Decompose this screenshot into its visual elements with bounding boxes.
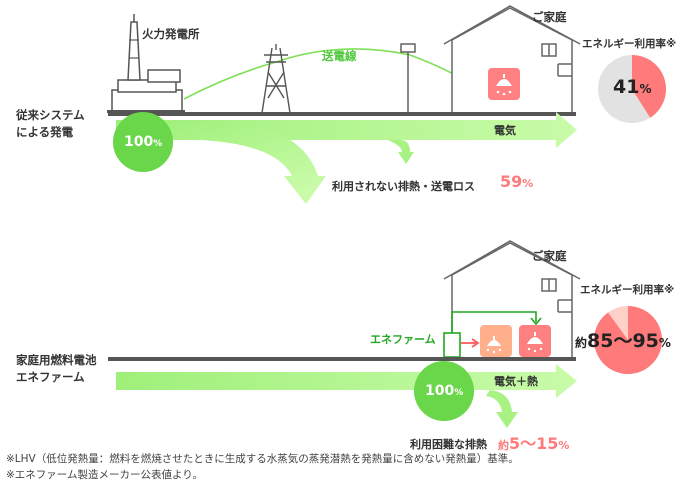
system-label-line1: 従来システム — [16, 108, 85, 122]
pie-bottom-slice — [594, 306, 662, 374]
loss-value: 59% — [500, 172, 534, 191]
system-label-line2: エネファーム — [16, 370, 85, 384]
house-icon — [443, 5, 581, 114]
flow-label: 電気＋熱 — [494, 375, 538, 388]
loss-value: 約5～15% — [498, 434, 570, 453]
pylon-icon — [261, 44, 291, 114]
flow-label: 電気 — [494, 124, 516, 137]
hot-water-icon — [480, 325, 512, 357]
ground-line — [108, 112, 576, 116]
loss-label: 利用されない排熱・送電ロス — [332, 180, 475, 193]
power-plant — [107, 14, 185, 113]
home-label: ご家庭 — [532, 10, 567, 24]
system-label-line2: による発電 — [16, 125, 74, 139]
ground-line — [108, 357, 576, 361]
device-label: エネファーム — [370, 333, 436, 346]
pie-chart-top — [598, 55, 667, 123]
shower-icon — [488, 68, 520, 100]
utility-pole-icon — [400, 43, 416, 113]
enefarm-unit-icon — [443, 332, 461, 358]
home-label: ご家庭 — [532, 249, 567, 263]
energy-rate-label: エネルギー利用率※ — [582, 38, 677, 50]
pie-top-slice — [632, 55, 667, 118]
energy-rate-label: エネルギー利用率※ — [580, 284, 675, 296]
start-circle — [113, 112, 173, 172]
start-percent: 100% — [124, 134, 163, 150]
pie-chart-bottom — [594, 306, 662, 374]
shower-icon — [519, 325, 551, 357]
plant-label: 火力発電所 — [142, 27, 200, 41]
power-line-label: 送電線 — [322, 49, 357, 63]
footnote-1: ※LHV（低位発熱量：燃料を燃焼させたときに生成する水蒸気の蒸発潜熱を発熱量に含… — [6, 453, 519, 465]
footnote-2: ※エネファーム製造メーカー公表値より。 — [6, 469, 204, 481]
energy-rate-value: 41% — [613, 76, 652, 98]
start-circle — [414, 361, 474, 421]
energy-rate-value: 約85～95% — [575, 330, 671, 352]
loss-branch-bottom — [486, 390, 518, 428]
start-percent: 100% — [425, 383, 464, 399]
loss-curve-arrow — [160, 120, 326, 204]
loss-label: 利用困難な排熱 — [410, 438, 487, 451]
system-label-line1: 家庭用燃料電池 — [16, 353, 97, 367]
power-line — [183, 48, 471, 100]
loss-branch-small — [388, 140, 414, 164]
